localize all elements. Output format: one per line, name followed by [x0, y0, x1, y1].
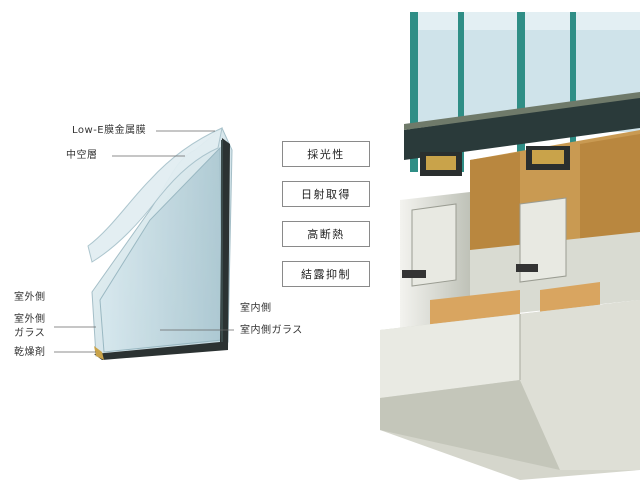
low-e-film [87, 127, 223, 263]
label-low-e: Low-E膜金属膜 [72, 125, 147, 136]
window-frame-section [380, 12, 640, 480]
label-desiccant: 乾燥剤 [14, 347, 46, 358]
feature-condensation-control: 結露抑制 [282, 261, 370, 287]
label-outdoor-glass-1: 室外側 [14, 314, 46, 325]
label-outdoor: 室外側 [14, 292, 46, 303]
feature-daylighting: 採光性 [282, 141, 370, 167]
feature-high-insulation: 高断熱 [282, 221, 370, 247]
feature-solar-gain: 日射取得 [282, 181, 370, 207]
label-hollow-layer: 中空層 [66, 150, 98, 161]
label-outdoor-glass-2: ガラス [14, 328, 46, 339]
label-indoor-glass: 室内側ガラス [240, 325, 303, 336]
label-indoor: 室内側 [240, 303, 272, 314]
desiccant-strip [94, 346, 104, 360]
